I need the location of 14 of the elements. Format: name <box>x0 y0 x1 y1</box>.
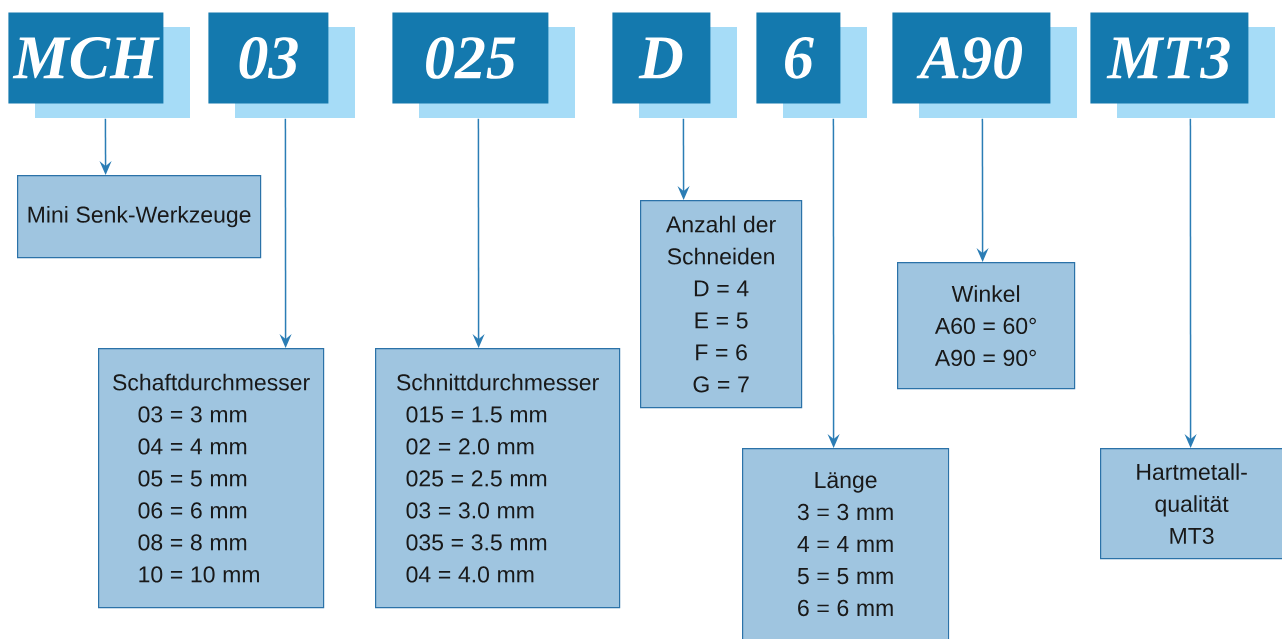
code-box: MT3 <box>1090 12 1275 118</box>
code-box: A90 <box>892 12 1077 118</box>
description-box: Schnittdurchmesser 015 = 1.5 mm 02 = 2.0 mm 025 = 2.5 mm 03 = 3.0 mm 035 = 3.5 mm 04 = 4.0 mm <box>375 348 621 609</box>
description-box: Anzahl der Schneiden D = 4 E = 5 F = 6 G = 7 <box>640 200 803 409</box>
code-box: 6 <box>756 12 867 118</box>
description-box: Mini Senk-Werkzeuge <box>17 175 262 259</box>
code-box: 03 <box>208 12 355 118</box>
description-box: Hartmetall-qualität MT3 <box>1100 448 1282 560</box>
description-box: Länge 3 = 3 mm 4 = 4 mm 5 = 5 mm 6 = 6 mm <box>742 448 950 639</box>
code-box: D <box>612 12 737 118</box>
description-box: Winkel A60 = 60° A90 = 90° <box>897 262 1076 390</box>
description-box: Schaftdurchmesser 03 = 3 mm 04 = 4 mm 05 = 5 mm 06 = 6 mm 08 = 8 mm 10 = 10 mm <box>98 348 325 609</box>
code-box: MCH <box>8 12 190 118</box>
code-box: 025 <box>392 12 575 118</box>
